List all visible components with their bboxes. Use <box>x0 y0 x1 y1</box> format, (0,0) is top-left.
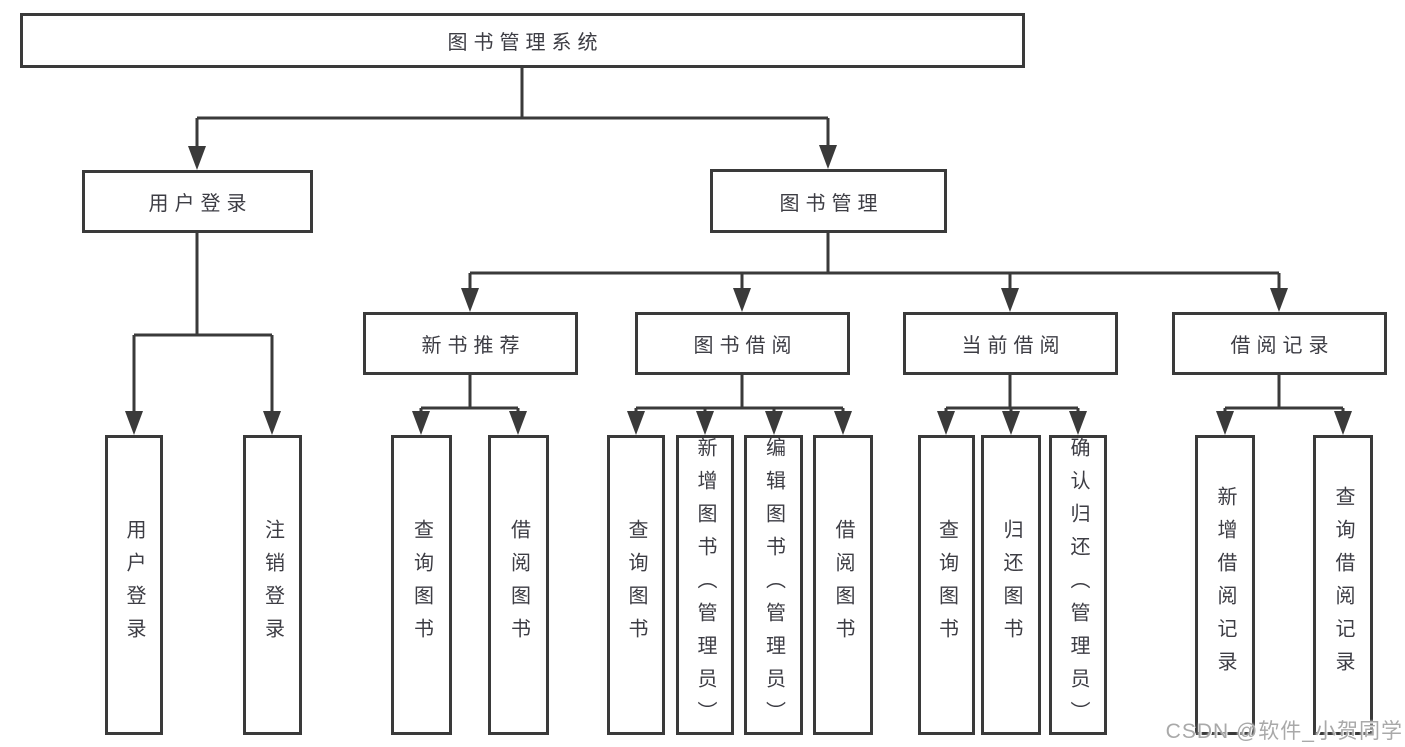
node-label: 借阅图书 <box>507 519 530 651</box>
node-label: 用户登录 <box>123 519 145 651</box>
node-label: 新书推荐 <box>421 335 526 357</box>
leaf-borrow-books-recommend: 借阅图书 <box>488 435 549 735</box>
node-label: 查询借阅记录 <box>1332 486 1354 684</box>
node-label: 图书管理 <box>779 192 884 215</box>
node-label: 查询图书 <box>625 519 647 651</box>
node-label: 查询图书 <box>410 519 433 651</box>
node-label: 借阅图书 <box>832 519 854 651</box>
node-label: 当前借阅 <box>961 335 1066 357</box>
leaf-logout: 注销登录 <box>243 435 302 735</box>
node-label: 注销登录 <box>261 519 284 651</box>
leaf-borrow-books: 借阅图书 <box>813 435 873 735</box>
node-label: 新增图书（管理员） <box>694 436 716 734</box>
node-label: 确认归还（管理员） <box>1067 436 1089 734</box>
leaf-confirm-return-admin: 确认归还（管理员） <box>1049 435 1107 735</box>
node-label: 图书管理系统 <box>447 32 604 54</box>
node-label: 图书借阅 <box>693 335 798 357</box>
node-book-borrowing: 图书借阅 <box>635 312 850 375</box>
node-label: 编辑图书（管理员） <box>762 436 785 734</box>
node-label: 归还图书 <box>1000 519 1022 651</box>
leaf-query-borrow-record: 查询借阅记录 <box>1313 435 1373 735</box>
node-label: 查询图书 <box>935 519 958 651</box>
node-label: 用户登录 <box>148 193 253 215</box>
leaf-query-books-current: 查询图书 <box>918 435 975 735</box>
node-label: 借阅记录 <box>1230 335 1335 357</box>
leaf-add-books-admin: 新增图书（管理员） <box>676 435 734 735</box>
node-label: 新增借阅记录 <box>1214 486 1236 684</box>
leaf-query-books-borrow: 查询图书 <box>607 435 665 735</box>
leaf-edit-books-admin: 编辑图书（管理员） <box>744 435 803 735</box>
leaf-add-borrow-record: 新增借阅记录 <box>1195 435 1255 735</box>
node-book-management: 图书管理 <box>710 169 947 233</box>
node-current-borrowing: 当前借阅 <box>903 312 1118 375</box>
node-user-login: 用户登录 <box>82 170 313 233</box>
leaf-return-books: 归还图书 <box>981 435 1041 735</box>
node-borrowing-records: 借阅记录 <box>1172 312 1387 375</box>
node-new-book-recommendation: 新书推荐 <box>363 312 578 375</box>
leaf-query-books-recommend: 查询图书 <box>391 435 452 735</box>
csdn-watermark: CSDN @软件_小贺同学 <box>1165 720 1403 743</box>
node-library-management-system: 图书管理系统 <box>20 13 1025 68</box>
leaf-user-login: 用户登录 <box>105 435 163 735</box>
